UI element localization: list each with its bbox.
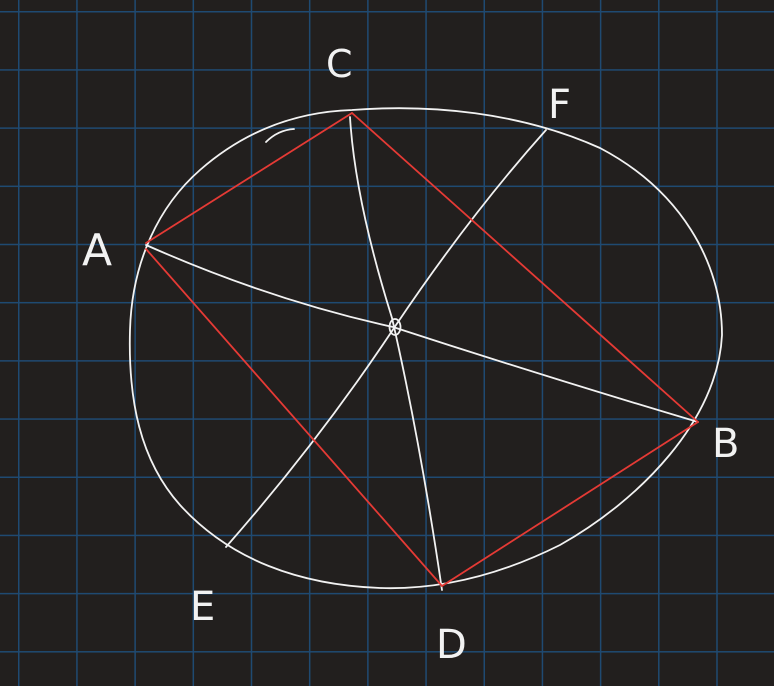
diameter-cd [349, 116, 443, 591]
label-a: A [82, 225, 112, 276]
label-d: D [436, 622, 467, 668]
center-point-o [388, 318, 402, 336]
diameter-ef [225, 129, 547, 548]
segment-cb [351, 112, 699, 423]
label-c: C [326, 42, 353, 86]
label-b: B [712, 421, 739, 467]
label-f: F [548, 82, 571, 128]
diameter-ab [145, 244, 699, 423]
segment-da [145, 248, 443, 587]
segment-bd [441, 421, 699, 587]
segment-ac [145, 112, 353, 244]
small-arc-mark [265, 128, 295, 143]
circle [128, 107, 723, 590]
label-e: E [190, 584, 215, 630]
